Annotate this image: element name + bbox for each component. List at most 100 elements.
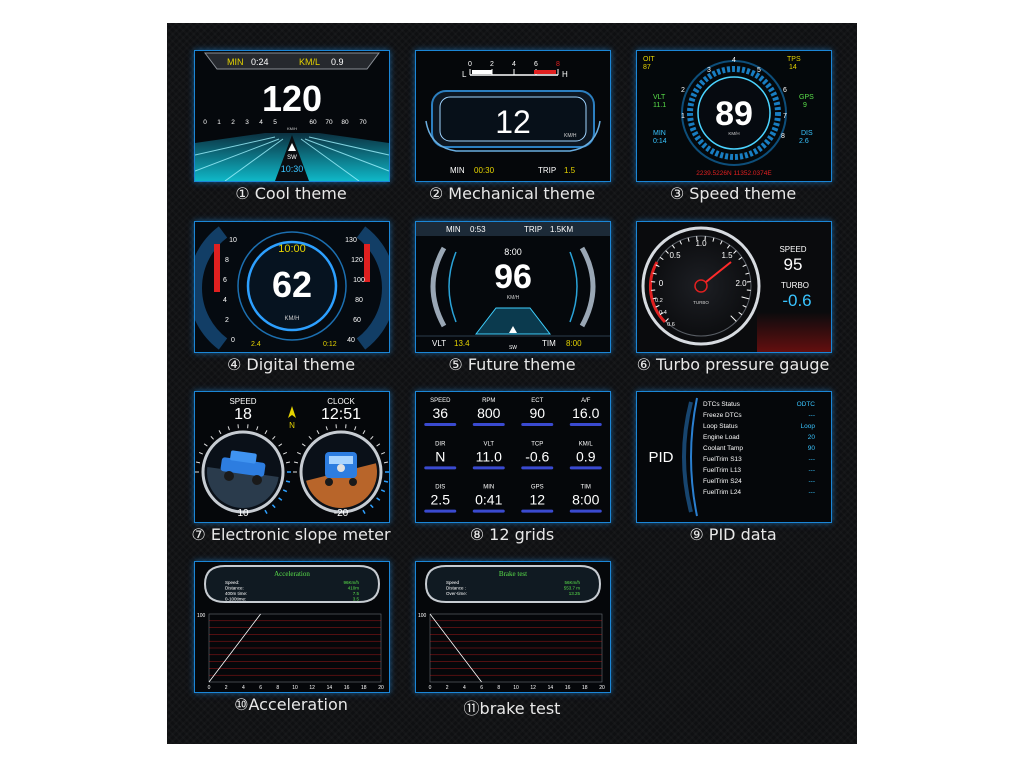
pid-row-name: Engine Load [703, 434, 740, 441]
st-oit-value: 87 [643, 64, 651, 71]
digital-right-scale-label: 100 [353, 277, 365, 284]
pid-row-name: Coolant Tamp [703, 445, 743, 452]
mech-unit: KM/H [564, 133, 577, 139]
grid-cell-label: GPS [531, 485, 544, 491]
cool-dir: SW [287, 155, 297, 161]
slope-tick [376, 497, 381, 501]
future-dir: SW [509, 345, 517, 351]
test-row-value: 410m [348, 586, 360, 591]
grid-cell-value: 36 [432, 405, 448, 421]
slope-left-angle: 10 [237, 508, 249, 519]
slope-clock-value: 12:51 [321, 406, 361, 423]
chart-ymax: 100 [418, 613, 427, 619]
mech-tick-label: 2 [490, 61, 494, 68]
turbo-speed-value: 95 [784, 255, 803, 274]
grid-cell-label: ECT [531, 398, 543, 404]
digital-unit: KM/H [285, 316, 300, 322]
st-tps-value: 14 [789, 64, 797, 71]
future-trip-value: 1.5KM [550, 225, 573, 234]
future-min-value: 0:53 [470, 225, 486, 234]
slope-tick [210, 435, 214, 440]
st-gps-value: 9 [803, 102, 807, 109]
cool-scale-label: 4 [259, 119, 263, 126]
grid-cell-underline [472, 509, 505, 513]
mech-tick-label: 6 [534, 61, 538, 68]
caption-speed-theme: ③ Speed theme [669, 184, 797, 203]
st-vlt-label: VLT [653, 94, 666, 101]
mech-L: L [462, 70, 467, 79]
digital-left-scale-label: 6 [223, 277, 227, 284]
mech-speed: 12 [495, 104, 531, 140]
turbo-scale-label: 0.6 [667, 322, 675, 328]
chart-xtick: 10 [292, 685, 298, 691]
chart-xtick: 20 [599, 685, 605, 691]
chart-xtick: 2 [225, 685, 228, 691]
caption-pid-data: ⑨ PID data [689, 525, 777, 544]
grid-cell-label: VLT [483, 441, 494, 447]
turbo-tick [655, 304, 660, 308]
pid-row-value: --- [809, 478, 816, 485]
chart-xtick: 18 [582, 685, 588, 691]
st-ring-label: 3 [707, 67, 711, 74]
grid-cell-label: MIN [483, 485, 494, 491]
pid-title: PID [648, 449, 673, 466]
pid-divider-arc [690, 397, 698, 517]
test-row-name: Speed: [225, 580, 239, 585]
pid-row-value: --- [809, 467, 816, 474]
slope-tick [264, 430, 268, 435]
cool-kml-value: 0.9 [331, 57, 344, 67]
slope-tick [369, 504, 374, 509]
future-time: 8:00 [504, 247, 522, 257]
turbo-tick [712, 237, 715, 242]
mech-min-label: MIN [450, 166, 465, 175]
chart-xtick: 10 [513, 685, 519, 691]
brake-title: Brake test [499, 570, 527, 578]
slope-compass-icon [288, 406, 296, 418]
slope-tick [383, 480, 389, 483]
turbo-tick [659, 256, 664, 261]
grid-cells: SPEED36RPM800ECT90A/F16.0DIRNVLT11.0TCP-… [424, 398, 602, 513]
turbo-tick [665, 318, 669, 322]
cool-kml-label: KM/L [299, 57, 320, 67]
chart-xtick: 8 [497, 685, 500, 691]
test-row-name: Over-time: [446, 591, 467, 596]
caption-mechanical-theme: ② Mechanical theme [428, 184, 596, 203]
turbo-needle-hub [694, 279, 708, 293]
slope-right-car-icon [325, 452, 357, 486]
pid-row-value: --- [809, 412, 816, 419]
future-vlt-label: VLT [432, 339, 446, 348]
speed-theme-speed: 89 [715, 95, 753, 133]
turbo-tick [742, 304, 747, 308]
mech-trip-value: 1.5 [564, 166, 576, 175]
digital-bottom-left: 2.4 [251, 341, 261, 348]
cool-scale-label: 60 [309, 119, 317, 126]
turbo-scale-label: 2.0 [735, 279, 747, 288]
chart-xtick: 16 [565, 685, 571, 691]
future-theme-screen: MIN 0:53 TRIP 1.5KM 8:00 96 KM/H SW VLT … [415, 221, 611, 353]
turbo-tick [719, 240, 723, 245]
grid-cell-label: RPM [482, 398, 495, 404]
slope-tick [271, 504, 276, 509]
caption-digital-theme: ④ Digital theme [226, 355, 356, 374]
cool-scale-label: 70 [359, 119, 367, 126]
grid-cell-label: DIR [435, 441, 446, 447]
turbo-speed-label: SPEED [779, 245, 806, 254]
st-oit-label: OIT [643, 56, 655, 63]
slope-left-car-icon [220, 450, 266, 485]
pid-row-name: FuelTrim S13 [703, 456, 742, 463]
chart-xtick: 18 [361, 685, 367, 691]
cool-min-label: MIN [227, 57, 244, 67]
turbo-scale-label: 0.5 [669, 251, 681, 260]
